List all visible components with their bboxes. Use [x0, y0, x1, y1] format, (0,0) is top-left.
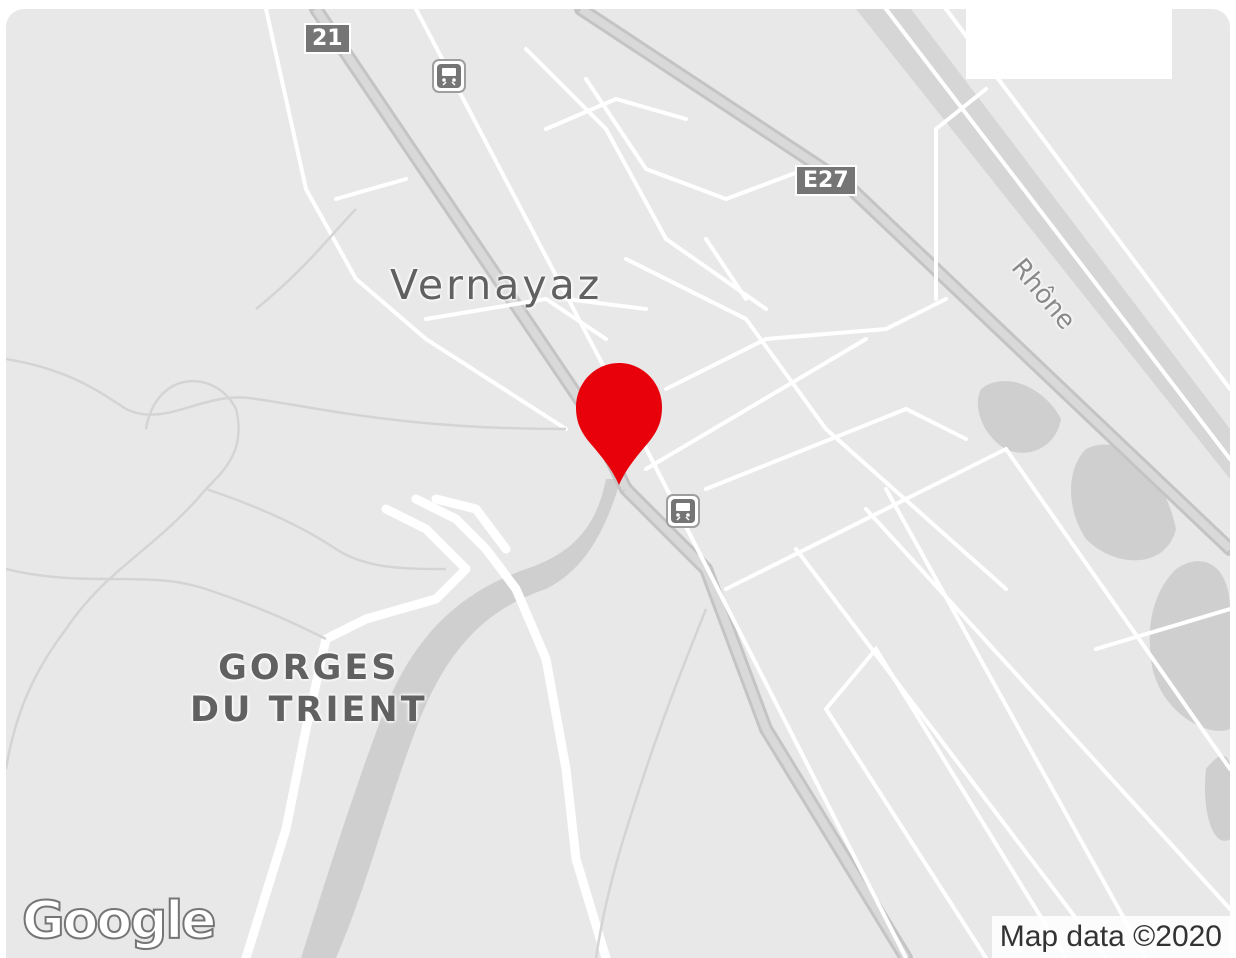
- route-21-shield: 21: [304, 23, 351, 54]
- google-logo[interactable]: Google: [21, 890, 217, 952]
- map-pin-icon[interactable]: [574, 361, 664, 487]
- gorges-label-line1: GORGES: [218, 648, 400, 688]
- blank-overlay: [966, 9, 1172, 79]
- map-attribution[interactable]: Map data ©2020: [991, 916, 1230, 958]
- map-canvas[interactable]: 21 E27 Vernayaz GORGES DU TRIENT Rhône G…: [6, 9, 1230, 958]
- town-label: Vernayaz: [390, 261, 603, 309]
- gorges-label: GORGES DU TRIENT: [190, 647, 428, 731]
- train-station-icon[interactable]: [666, 494, 700, 528]
- route-e27-shield: E27: [795, 165, 857, 196]
- train-station-icon[interactable]: [432, 59, 466, 93]
- gorges-label-line2: DU TRIENT: [190, 690, 428, 730]
